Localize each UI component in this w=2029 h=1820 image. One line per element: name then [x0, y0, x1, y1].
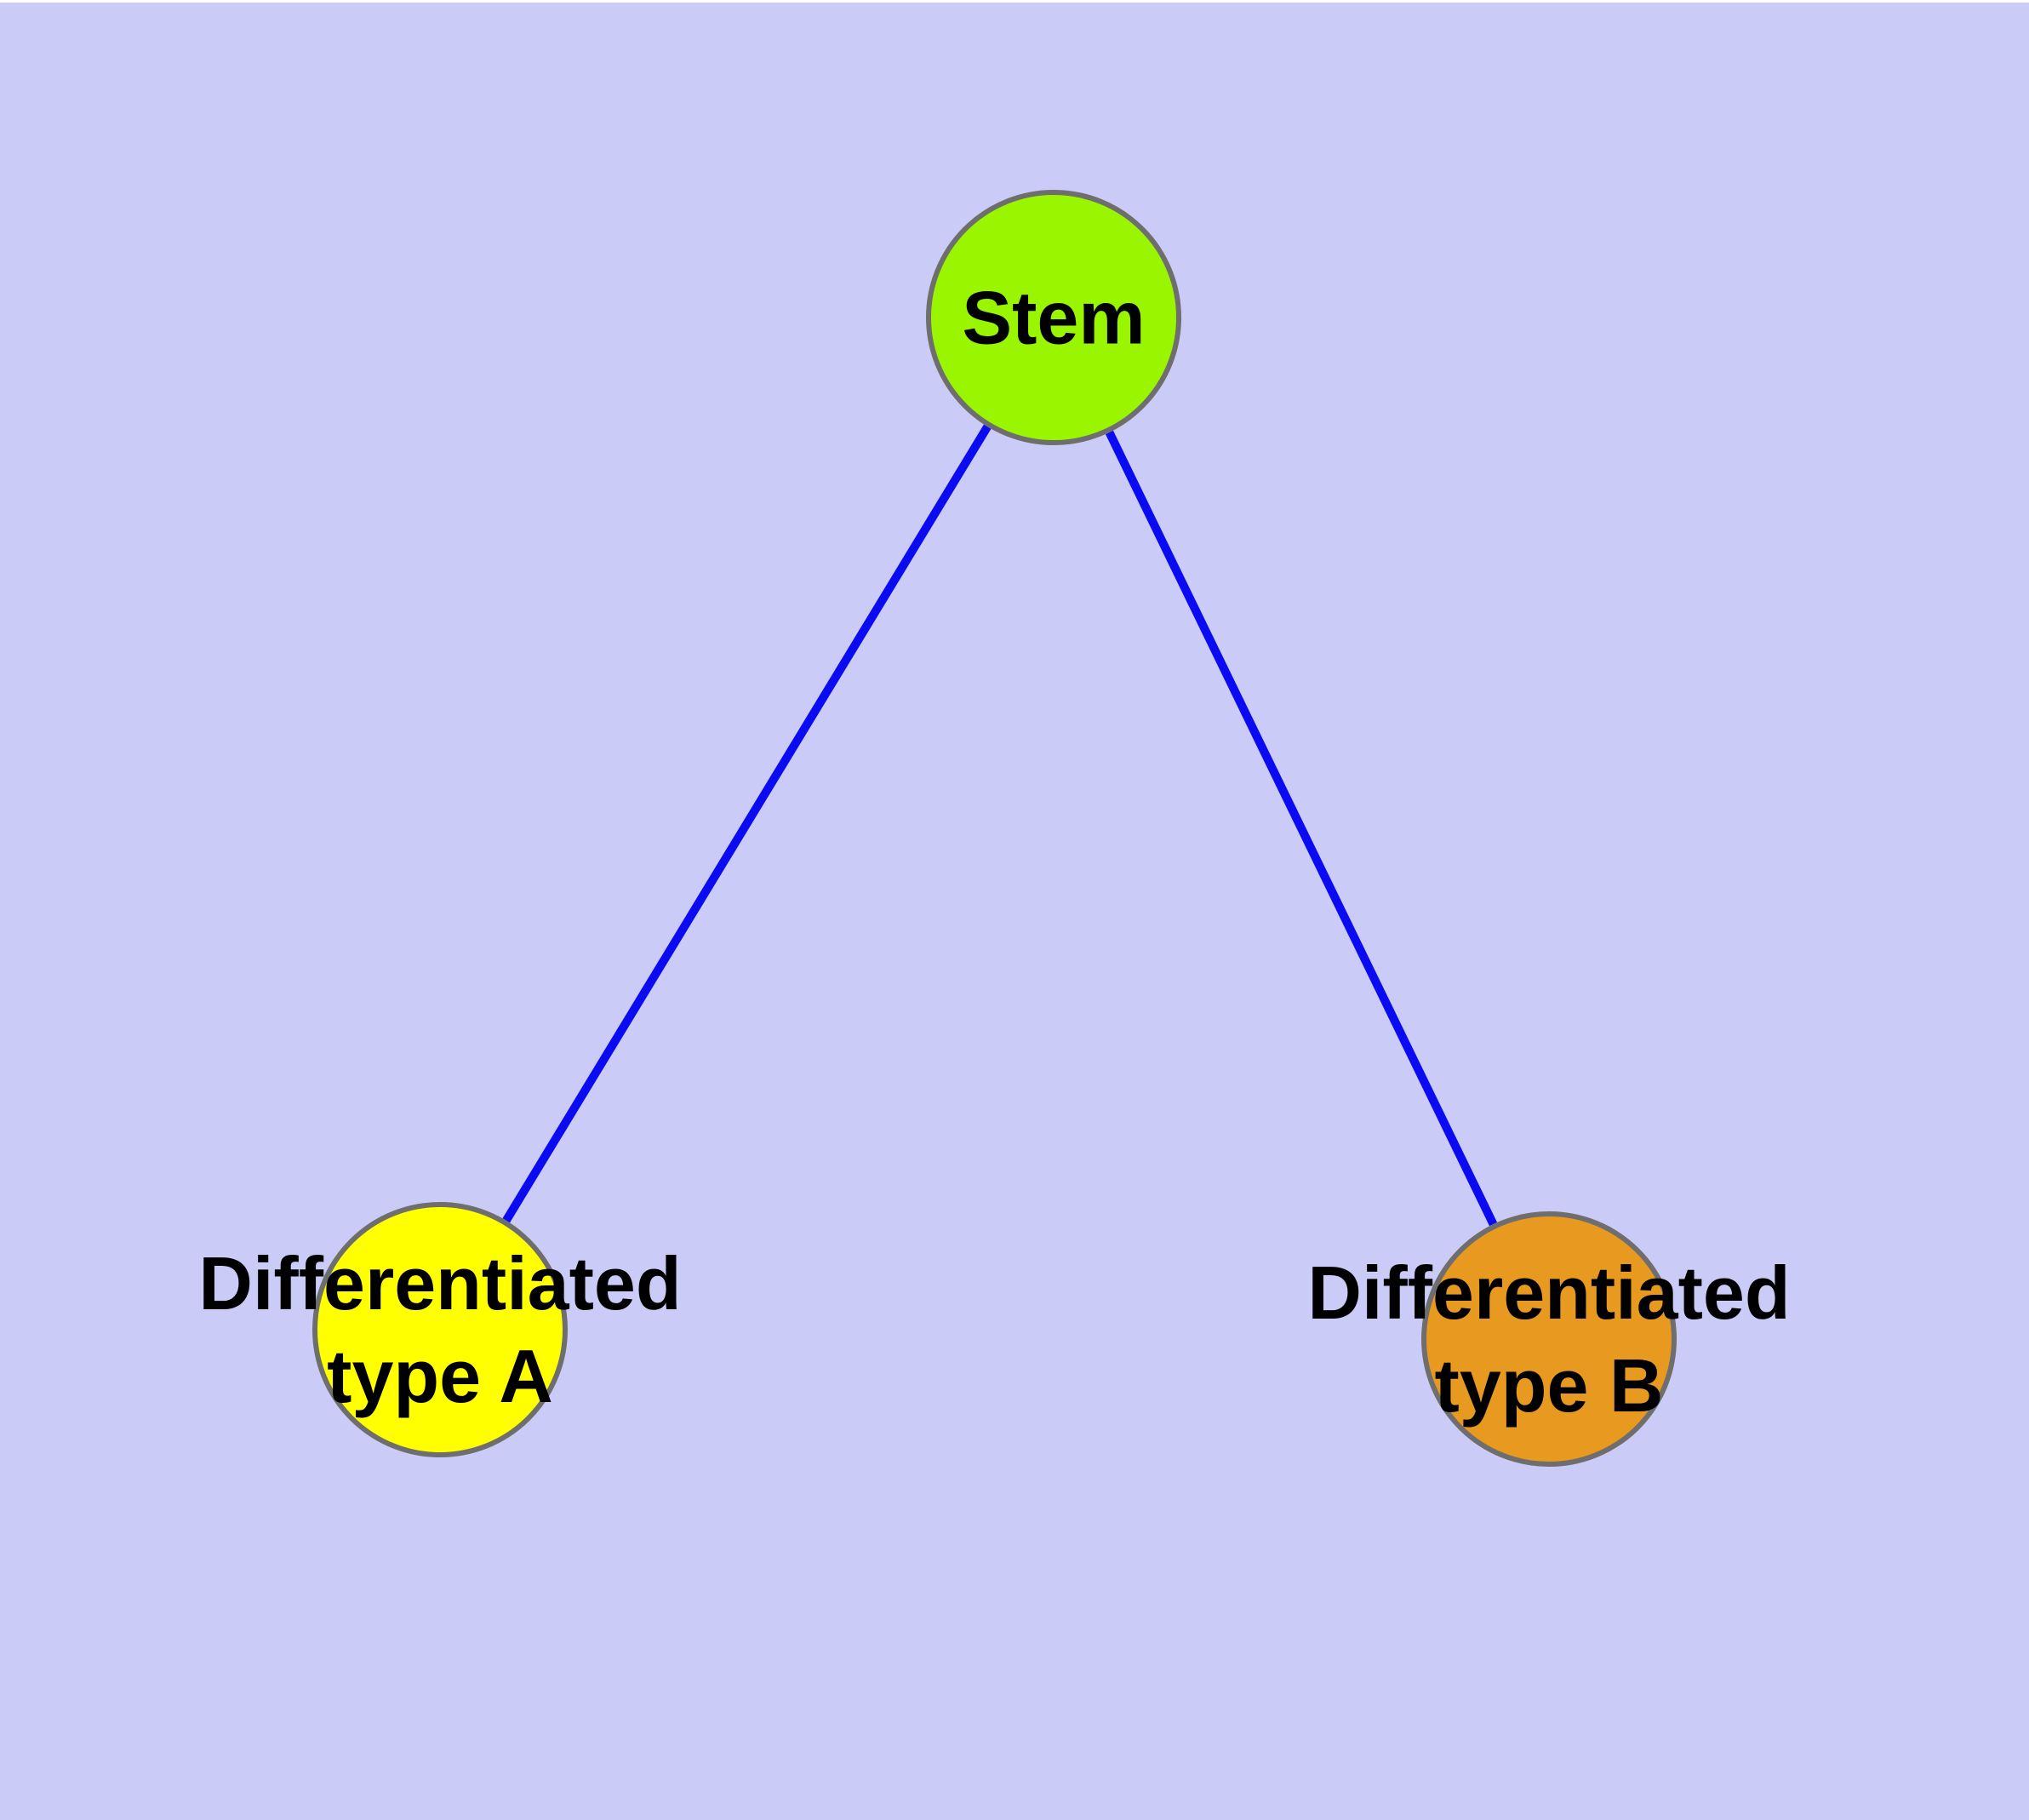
node-differentiated-type-b	[1421, 1211, 1677, 1467]
node-differentiated-type-a	[312, 1202, 568, 1457]
page-top-margin	[0, 0, 2029, 3]
node-label-differentiated-type-a: Differentiated type A	[198, 1237, 681, 1422]
type-a-label-line-1: Differentiated	[198, 1241, 682, 1325]
edge-stem-to-type-b	[1105, 430, 1498, 1227]
type-b-label-line-2: type B	[1434, 1343, 1664, 1428]
node-label-differentiated-type-b: Differentiated type B	[1307, 1246, 1790, 1432]
node-label-stem: Stem	[962, 272, 1145, 364]
type-a-label-line-2: type A	[327, 1334, 553, 1418]
stem-label-text: Stem	[962, 275, 1146, 360]
edge-stem-to-type-a	[502, 424, 992, 1223]
node-stem	[926, 190, 1181, 445]
type-b-label-line-1: Differentiated	[1307, 1251, 1791, 1335]
